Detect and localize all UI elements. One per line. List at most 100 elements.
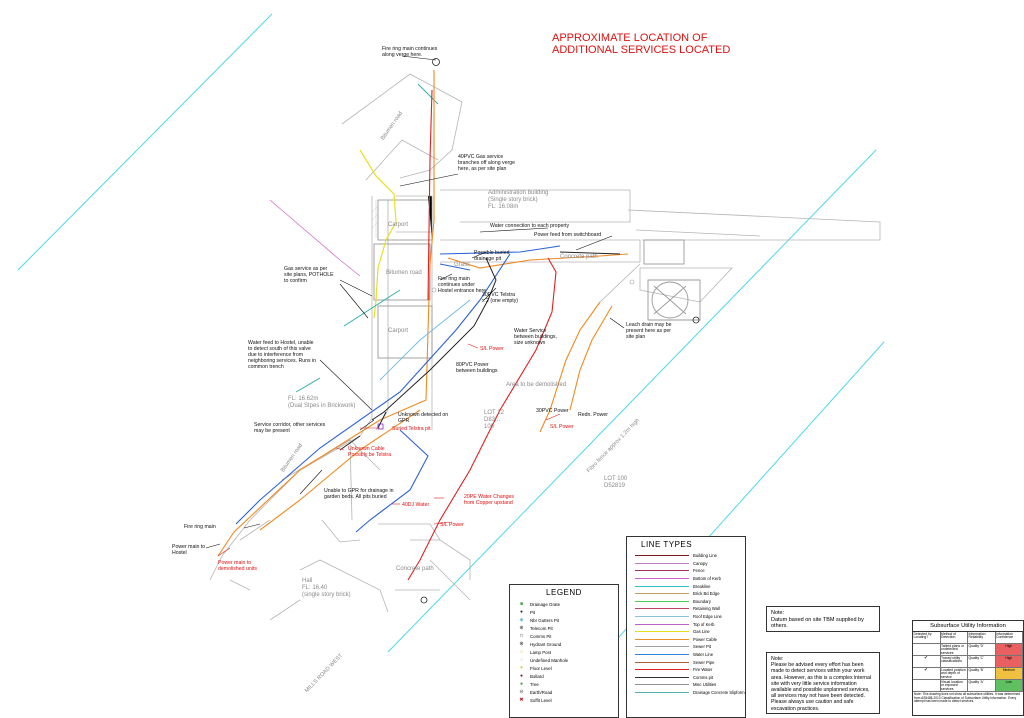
line-type-item: Top of Kerb (627, 620, 745, 628)
line-types-title: LINE TYPES (641, 540, 693, 549)
legend-item: ●Pit (510, 608, 618, 616)
line-type-label: Gas Line (693, 629, 710, 635)
drawing-title-line1: APPROXIMATE LOCATION OF (552, 32, 708, 44)
legend-item-label: Nbr Gutters Pit (530, 617, 560, 623)
note-service-corridor: Service corridor, other services may be … (254, 422, 326, 434)
legend-symbol-icon: ○ (519, 656, 524, 663)
note-fire-ring-main-verge: Fire ring main continues along verge her… (382, 46, 438, 58)
water-lines (235, 245, 561, 533)
legend-symbol-icon: ● (519, 680, 524, 687)
line-type-item: Retaining Wall (627, 605, 745, 613)
subsurface-cell: Quality 'B' (968, 668, 996, 679)
label-lot-100: LOT 100 D52819 (604, 476, 628, 489)
line-type-label: Drainage Concrete Slipform (693, 689, 745, 695)
light-blue-line (379, 299, 471, 381)
legend-item-label: Hydrant Ground (530, 641, 562, 647)
legend-item: □Comms Pit (510, 632, 618, 640)
note-advisory-box: Note: Please be advised every effort has… (766, 652, 880, 714)
line-type-swatch (635, 570, 689, 572)
line-type-label: Water Line (693, 652, 714, 658)
legend-item-label: Telecom Pit (530, 625, 553, 631)
subsurface-header-cell: Method of Detection (941, 632, 968, 643)
note-advisory-text: Please be advised every effort has been … (771, 662, 872, 712)
legend-symbol-icon: □ (519, 632, 524, 639)
note-possible-buried-drainage: Possible buried drainage pit (474, 250, 510, 262)
legend-symbol-icon: ● (519, 608, 524, 615)
note-pe-water-20: 20PE Water Changes from Copper upstand (464, 494, 514, 506)
line-type-swatch (635, 676, 689, 678)
line-type-swatch (635, 691, 689, 693)
subsurface-header-cell: Information Confidence (996, 632, 1023, 643)
line-type-swatch (635, 593, 689, 595)
label-hostel-building: FL: 16.62m (Dual Stpes in Brickwork) (288, 396, 356, 409)
drawing-title-line2: ADDITIONAL SERVICES LOCATED (552, 44, 731, 56)
note-datum-heading: Note: (771, 610, 785, 616)
legend-item: ⊖Earth/Road (510, 688, 618, 696)
subsurface-cell: Low (995, 680, 1023, 691)
subsurface-cell: High (995, 644, 1023, 655)
note-water-feed-hostel: Water feed to Hostel, unable to detect s… (248, 340, 317, 370)
line-type-swatch (635, 661, 689, 663)
line-type-label: Canopy (693, 560, 708, 566)
legend-item: ●Tree (510, 680, 618, 688)
line-type-label: Top of Kerb (693, 621, 715, 627)
line-type-item: Boundary (627, 598, 745, 606)
line-type-label: Boundary (693, 598, 711, 604)
note-fire-ring-main-under: Fire ring main continues under Hostel en… (438, 276, 487, 294)
drainage-marks (295, 83, 439, 393)
subsurface-header-cell: Detected by Locating? (913, 632, 941, 643)
subsurface-cell: Medium (995, 668, 1023, 679)
gas-lines (359, 149, 397, 319)
line-type-label: Fire Water (693, 667, 713, 673)
line-type-label: Bottom of Kerb (693, 576, 721, 582)
subsurface-cell: Visual location or exposed services (941, 680, 968, 691)
legend-item: ✖ Soffit Level (510, 696, 618, 704)
note-datum-box: Note: Datum based on site TBM supplied b… (766, 606, 880, 632)
legend-symbol-icon: ✦ (519, 664, 524, 671)
red-leader-lines (217, 343, 561, 557)
legend-symbol-icon: ○ (519, 648, 524, 655)
legend-item-label: Soffit Level (530, 697, 552, 703)
note-dj-water-40: 40DJ Water (402, 502, 430, 508)
boundary-line-north (17, 13, 273, 271)
note-datum-text: Datum based on site TBM supplied by othe… (771, 616, 864, 630)
line-type-swatch (635, 638, 689, 640)
line-type-swatch (635, 562, 689, 564)
fence-line (269, 199, 361, 277)
note-sl-power-2: S/L Power (550, 424, 574, 430)
label-area-demolished: Area to be demolished (506, 382, 567, 388)
label-concrete-path-1: Concrete path (560, 254, 598, 260)
legend-item: ■Drainage Grate (510, 600, 618, 608)
note-telstra-30pvc: 30PVC Telstra x 2 (one empty) (482, 292, 519, 304)
line-type-label: Brick Bd Edge (693, 591, 720, 597)
line-type-item: Sewer Pit (627, 643, 745, 651)
line-type-label: Misc Utilities (693, 682, 717, 688)
legend-symbol-icon: ✖ (519, 696, 524, 703)
note-power-80pvc: 80PVC Power between buildings (456, 362, 498, 374)
line-type-item: Fire Water (627, 666, 745, 674)
note-power-feed-switchboard: Power feed from switchboard (534, 232, 602, 238)
fire-water-lines (407, 89, 557, 581)
line-type-item: Gas Line (627, 628, 745, 636)
subsurface-cell (913, 680, 941, 691)
subsurface-header-row: Detected by Locating? Method of Detectio… (913, 632, 1023, 644)
legend-box: LEGEND ■Drainage Grate●Pit◆Nbr Gutters P… (509, 584, 619, 718)
subsurface-cell: Located position and depth of service (941, 668, 968, 679)
line-type-item: Water Line (627, 651, 745, 659)
label-carport-2: Carport (388, 328, 409, 334)
power-lines (217, 70, 629, 557)
boundary-line-south-west (387, 149, 877, 653)
subsurface-title: Subsurface Utility Information (913, 621, 1023, 632)
note-suried-telstra-pit: Suried Telstra pit (392, 426, 431, 432)
legend-item-label: Undefined Manhole (530, 657, 569, 663)
subsurface-cell: High (995, 656, 1023, 667)
legend-item-label: Lamp Post (530, 649, 551, 655)
leader-lines (205, 55, 625, 549)
label-concrete-path-2: Concrete path (396, 566, 434, 572)
label-carport-1: Carport (388, 222, 409, 228)
note-water-service-between: Water Service between buildings, size un… (514, 328, 557, 346)
carport-hatch (371, 195, 433, 240)
